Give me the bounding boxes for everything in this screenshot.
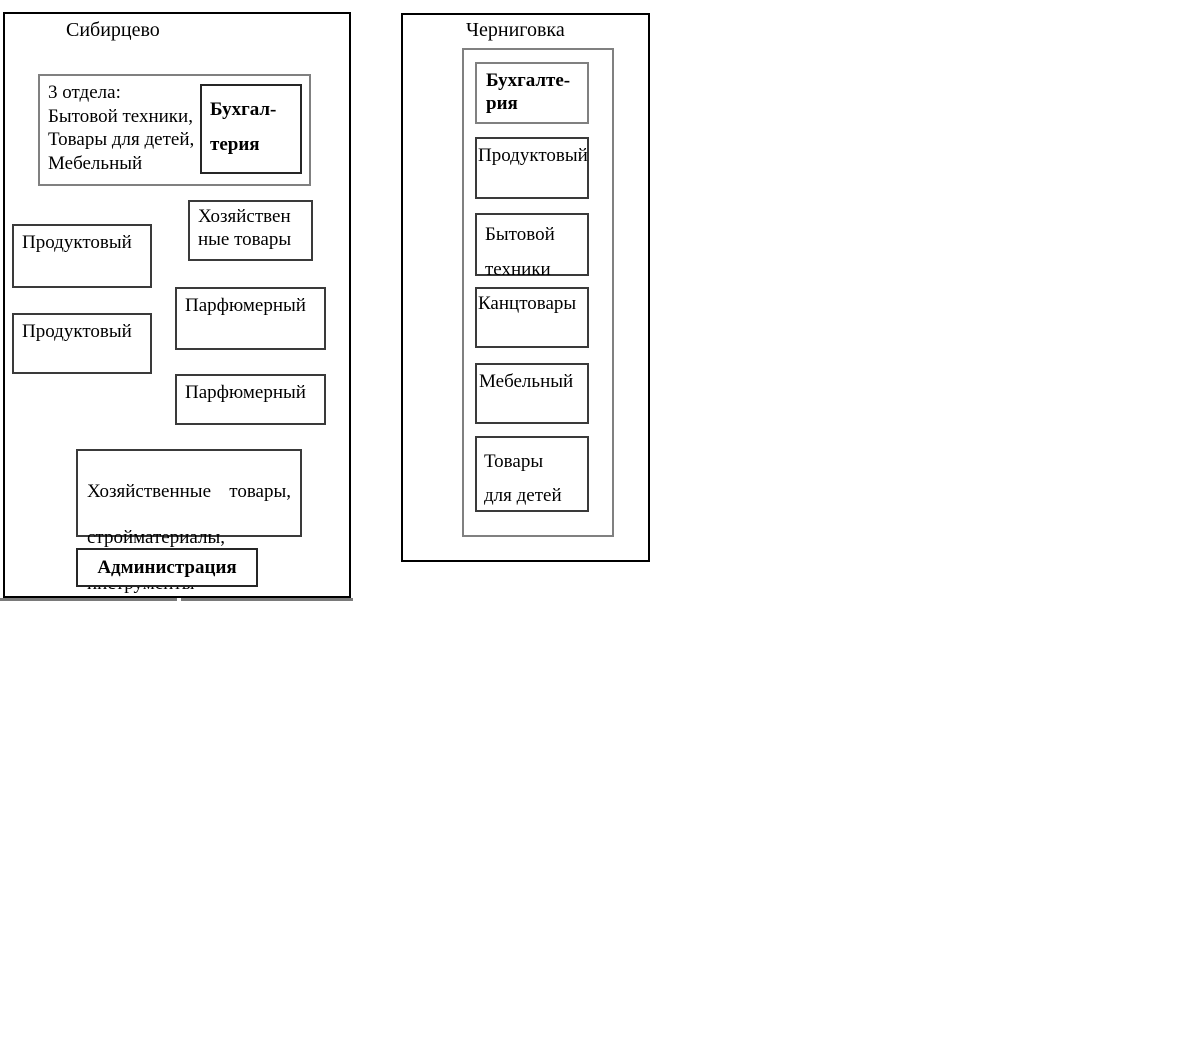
sibirtsevo-household-goods-box: Хозяйствен ные товары: [188, 200, 313, 261]
sibirtsevo-departments-box: 3 отдела: Бытовой техники, Товары для де…: [38, 74, 311, 186]
sibirtsevo-administration-box: Администрация: [76, 548, 258, 587]
chernigovka-appliances-box: Бытовой техники: [475, 213, 589, 280]
table-border-segment: [181, 598, 353, 601]
chernigovka-title: Черниговка: [466, 19, 565, 41]
table-border-segment: [0, 598, 177, 601]
household-building-line-1: Хозяйственные товары,: [87, 480, 291, 503]
sibirtsevo-grocery-box-2: Продуктовый: [12, 313, 152, 374]
sibirtsevo-perfume-box-2: Парфюмерный: [175, 374, 326, 425]
household-building-line-2: стройматериалы,: [87, 527, 225, 548]
chernigovka-accounting-box: Бухгалте- рия: [475, 62, 589, 124]
sibirtsevo-perfume-box-1: Парфюмерный: [175, 287, 326, 350]
sibirtsevo-grocery-box-1: Продуктовый: [12, 224, 152, 288]
sibirtsevo-accounting-box: Бухгал- терия: [200, 84, 302, 174]
chernigovka-kids-goods-box: Товары для детей: [475, 436, 589, 512]
chernigovka-furniture-box: Мебельный: [475, 363, 589, 424]
chernigovka-grocery-box: Продуктовый: [475, 137, 589, 199]
household-building-word: Хозяйственные: [87, 481, 212, 502]
sibirtsevo-title: Сибирцево: [66, 19, 160, 41]
household-building-word: товары,: [229, 481, 291, 502]
sibirtsevo-household-building-box: Хозяйственные товары, стройматериалы, ин…: [76, 449, 302, 594]
chernigovka-stationery-box: Канцтовары: [475, 287, 589, 348]
